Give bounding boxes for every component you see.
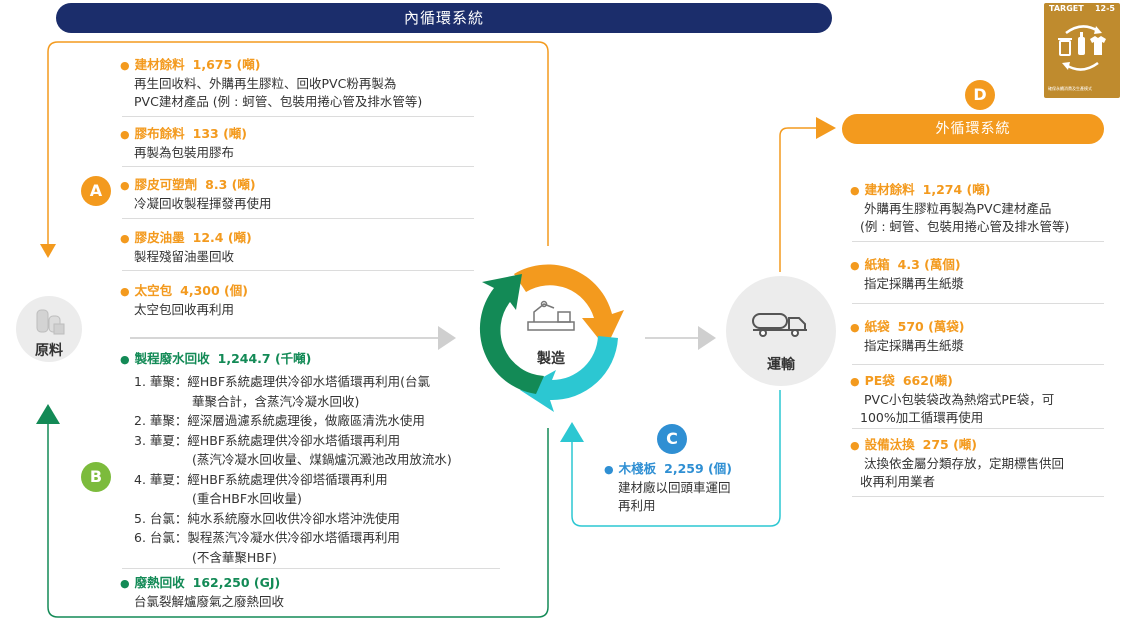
letter-a-badge: A xyxy=(81,176,111,206)
bullet-dot: ● xyxy=(120,59,130,72)
recycle-badge-graphic xyxy=(1058,25,1106,71)
cyan-arrowhead xyxy=(560,422,584,442)
target-number: 12-5 xyxy=(1094,4,1115,13)
manufacture-cycle: 製造 xyxy=(464,244,638,418)
letter-d-badge: D xyxy=(965,80,995,110)
trash-recycle-icon xyxy=(1058,38,1072,56)
bullet-dot: ● xyxy=(120,285,130,298)
transport-node: 運輸 xyxy=(726,276,836,386)
recycle-arrow-bottom xyxy=(1065,61,1099,71)
bullet-dot: ● xyxy=(850,184,860,197)
bullet-dot: ● xyxy=(850,321,860,334)
truck-icon xyxy=(752,313,807,337)
shirt-icon xyxy=(1090,36,1106,55)
gray-arrowhead-2 xyxy=(698,326,716,350)
separator xyxy=(852,303,1104,304)
bottle-icon xyxy=(1078,32,1085,55)
outer-loop-line xyxy=(779,127,818,272)
letter-b-badge: B xyxy=(81,462,111,492)
bullet-dot: ● xyxy=(850,375,860,388)
robot-arm-icon xyxy=(527,300,575,331)
raw-material-label: 原料 xyxy=(35,343,63,359)
outer-circulation-banner: 外循環系統 xyxy=(842,114,1104,144)
orange-loop-line xyxy=(47,41,549,246)
bullet-dot: ● xyxy=(120,128,130,141)
recycle-cycle-icon xyxy=(479,264,624,412)
transport-label: 運輸 xyxy=(767,357,795,373)
bullet-dot: ● xyxy=(604,463,614,476)
group-b-water-lines: 1. 華聚：經HBF系統處理供冷卻水塔循環再利用(台氯 華聚合計，含蒸汽冷凝水回… xyxy=(134,374,452,565)
separator xyxy=(852,364,1104,365)
sdg-target-badge: TARGET 12-5 確保永續消費及生產模式 xyxy=(1044,3,1120,98)
bullet-dot: ● xyxy=(120,577,130,590)
bullet-dot: ● xyxy=(120,179,130,192)
orange-arrowhead xyxy=(40,244,56,258)
bullet-dot: ● xyxy=(120,353,130,366)
separator xyxy=(122,116,474,117)
target-header: TARGET 12-5 xyxy=(1044,4,1120,16)
bullet-dot: ● xyxy=(850,439,860,452)
bullet-dot: ● xyxy=(850,259,860,272)
bullet-dot: ● xyxy=(120,232,130,245)
separator xyxy=(122,166,474,167)
separator xyxy=(122,270,474,271)
green-arrowhead xyxy=(36,404,60,424)
separator xyxy=(122,568,500,569)
barrels-icon xyxy=(36,309,65,335)
separator xyxy=(122,218,474,219)
separator xyxy=(852,241,1104,242)
gray-arrowhead-1 xyxy=(438,326,456,350)
inner-circulation-banner: 內循環系統 xyxy=(56,3,832,33)
separator xyxy=(852,428,1104,429)
target-caption: 確保永續消費及生產模式 xyxy=(1048,86,1092,91)
green-loop-line xyxy=(47,420,549,618)
raw-material-node: 原料 xyxy=(16,296,82,362)
manufacture-label: 製造 xyxy=(537,351,565,367)
cyan-loop-line xyxy=(571,390,781,527)
target-label: TARGET xyxy=(1049,4,1084,13)
outer-arrowhead xyxy=(816,117,836,139)
letter-c-badge: C xyxy=(657,424,687,454)
separator xyxy=(852,496,1104,497)
